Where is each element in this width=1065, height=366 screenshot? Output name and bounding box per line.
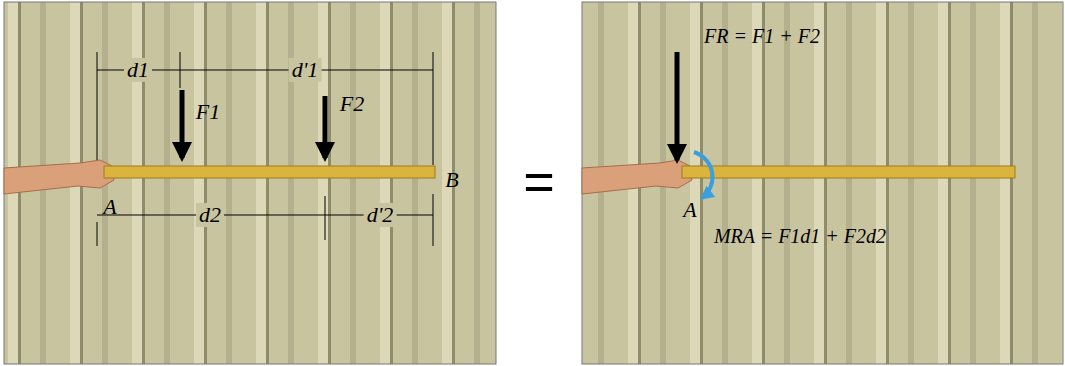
wall-photo (4, 2, 496, 364)
dimension-label: d1 (124, 58, 152, 82)
equation-label: MRA = F1d1 + F2d2 (714, 225, 886, 247)
rod (682, 166, 1015, 178)
force-arrow (180, 90, 185, 158)
dimension-label: d'1 (289, 58, 322, 82)
point-label: B (445, 168, 458, 192)
resultant-arrow (675, 52, 680, 160)
dimension-lines (97, 52, 433, 246)
point-label: A (103, 195, 116, 219)
dimension-label: d2 (196, 203, 224, 227)
dimension-label: d'2 (364, 203, 397, 227)
wall-photo (582, 2, 1063, 364)
rod (104, 166, 435, 178)
hand (582, 160, 692, 194)
point-label: A (683, 198, 696, 222)
equation-label: FR = F1 + F2 (704, 25, 820, 47)
force-arrow (323, 96, 328, 158)
force-label: F2 (340, 92, 364, 116)
hand (4, 160, 114, 194)
equals-sign: = (523, 152, 555, 211)
moment-arrow (694, 152, 712, 198)
force-label: F1 (196, 100, 220, 124)
